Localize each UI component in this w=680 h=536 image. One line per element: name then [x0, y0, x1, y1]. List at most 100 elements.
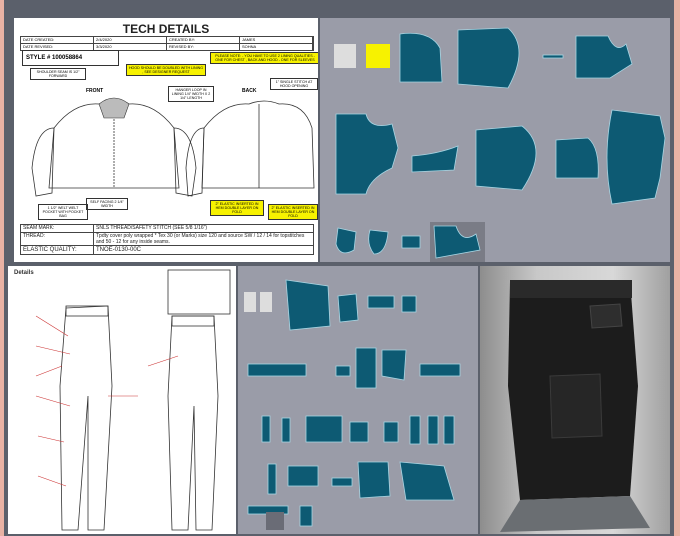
- note-shoulder: SHOULDER SEAM IS 1/2" FORWARD: [30, 68, 86, 80]
- header-cell: REVISED BY:: [167, 44, 240, 50]
- pants-sheet-title: Details: [14, 270, 34, 276]
- sketch-line: [35, 345, 71, 355]
- footer-key: THREAD:: [21, 233, 94, 245]
- cargo-pants-photo: [480, 266, 670, 534]
- pattern-piece: [335, 227, 357, 254]
- pattern-piece: [299, 505, 313, 527]
- sketch-line: [98, 97, 130, 119]
- pattern-piece: [381, 349, 407, 381]
- jacket-pattern-layout: [320, 18, 670, 262]
- jacket-front-right-sleeve: [173, 127, 197, 197]
- note-elastic-front: 2" ELASTIC INSERTED IN HEM DOUBLE LAYER …: [210, 200, 264, 216]
- sketch-line: [589, 303, 623, 329]
- sketch-line: [35, 315, 179, 487]
- front-label: FRONT: [86, 88, 104, 94]
- pattern-piece: [555, 137, 599, 179]
- tech-sheet-footer-table: SEAM MARK:SNLS THREAD/SAFETY STITCH (SEE…: [20, 224, 314, 255]
- header-cell: 3/3/2020: [94, 44, 167, 50]
- sketch-line: [171, 315, 215, 327]
- footer-value: Tpdty cover poly wrapped * Tex 30 (or Ma…: [96, 233, 305, 245]
- pattern-piece: [261, 415, 271, 443]
- sketch-line: [35, 315, 69, 337]
- pattern-piece: [285, 279, 331, 331]
- pattern-piece: [267, 463, 277, 495]
- sketch-line: [35, 395, 71, 407]
- note-please: PLEASE NOTE: - YOU HAVE TO USE 2 LINING …: [210, 52, 318, 64]
- pants-sketch: [35, 269, 231, 531]
- pattern-piece: [475, 125, 537, 191]
- pattern-piece: [247, 363, 307, 377]
- pattern-piece: [606, 109, 666, 205]
- sketch-line: [500, 496, 650, 532]
- header-cell: 2/4/2020: [94, 37, 167, 43]
- pants-front: [59, 305, 113, 531]
- sketch-line: [266, 512, 284, 530]
- pattern-piece: [337, 293, 359, 323]
- note-hanger-loop: HANGER LOOP IN LINING 1/4" WIDTH X 2 1/4…: [168, 86, 214, 102]
- pattern-piece: [542, 54, 564, 59]
- pattern-piece: [349, 421, 369, 443]
- note-self-facing: SELF FACING 2 1/4" WIDTH: [86, 198, 128, 210]
- header-cell: DATE REVISED:: [21, 44, 94, 50]
- footer-value: SNLS THREAD/SAFETY STITCH (SEE 5/8 1/16"…: [96, 225, 208, 231]
- jacket-sketch: [31, 97, 315, 197]
- jacket-back-body: [201, 100, 315, 189]
- thumbnail-sketch-icon: [334, 44, 356, 68]
- thumbnail-sketch-icon: [244, 292, 256, 312]
- pattern-piece: [457, 27, 520, 89]
- pattern-piece: [367, 295, 395, 309]
- pattern-piece: [443, 415, 455, 445]
- header-row: DATE REVISED: 3/3/2020 REVISED BY: SOHNA: [21, 44, 313, 50]
- header-cell: DATE CREATED:: [21, 37, 94, 43]
- pattern-piece: [427, 415, 439, 445]
- footer-key: SEAM MARK:: [21, 225, 94, 232]
- pattern-piece: [331, 477, 353, 487]
- note-hood: HOOD SHOULD BE DOUBLED WITH LINING , SEE…: [126, 64, 206, 76]
- sketch-line: [31, 100, 315, 197]
- tech-sheet-title: TECH DETAILS: [122, 22, 210, 36]
- pattern-piece: [281, 417, 291, 443]
- elastic-quality-value: TNOE-0130-00C: [96, 247, 142, 253]
- sketch-line: [510, 280, 632, 298]
- back-label: BACK: [242, 88, 257, 94]
- header-row: DATE CREATED: 2/4/2020 CREATED BY: JAMES: [21, 37, 313, 44]
- pattern-piece: [305, 415, 343, 443]
- pattern-piece: [399, 32, 443, 83]
- sketch-line: [65, 305, 109, 317]
- pants-back: [167, 315, 219, 531]
- sketch-line: [35, 365, 63, 377]
- style-number: STYLE # 100058864: [22, 50, 119, 66]
- cargo-pants-image: [500, 280, 650, 532]
- header-cell: SOHNA: [240, 44, 313, 50]
- sketch-line: [37, 435, 65, 443]
- pattern-piece: [575, 35, 633, 79]
- sketch-line: [147, 355, 179, 367]
- pattern-drawing: [244, 279, 461, 530]
- header-cell: CREATED BY:: [167, 37, 240, 43]
- pattern-piece: [355, 347, 377, 389]
- pattern-piece: [401, 295, 417, 313]
- thumbnail-label-icon: [366, 44, 390, 68]
- note-single-stitch: 1" SINGLE STITCH AT HOOD OPENING: [270, 78, 318, 90]
- header-cell: JAMES: [240, 37, 313, 43]
- sketch-line: [549, 373, 603, 439]
- pattern-piece: [335, 113, 399, 195]
- pattern-piece: [368, 229, 389, 255]
- jacket-tech-sheet: TECH DETAILS DATE CREATED: 2/4/2020 CREA…: [14, 18, 318, 262]
- pattern-piece: [357, 461, 391, 499]
- pattern-piece: [383, 421, 399, 443]
- pattern-piece: [399, 461, 455, 501]
- thumbnail-sketch-icon: [260, 292, 272, 312]
- pattern-piece: [287, 465, 319, 487]
- pants-tech-sheet: Details: [8, 266, 236, 534]
- sketch-line: [37, 475, 67, 487]
- pattern-piece: [401, 235, 421, 249]
- footer-row: SEAM MARK:SNLS THREAD/SAFETY STITCH (SEE…: [21, 225, 313, 233]
- sketch-line: [185, 127, 205, 197]
- footer-row: ELASTIC QUALITY:TNOE-0130-00C: [21, 246, 313, 254]
- pattern-piece: [433, 225, 481, 259]
- pattern-drawing: [334, 27, 666, 262]
- note-elastic-back: 2" ELASTIC INSERTED IN HEM DOUBLE LAYER …: [268, 204, 318, 220]
- pants-notes-box: [167, 269, 231, 315]
- jacket-front-left-sleeve: [31, 127, 55, 197]
